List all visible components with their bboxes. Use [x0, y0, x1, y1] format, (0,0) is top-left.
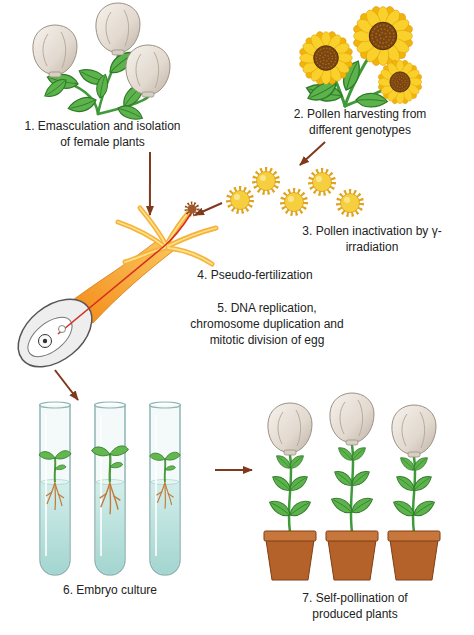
caption-group: 2. Pollen harvesting from different geno… — [280, 106, 440, 138]
step-caption: 3. Pollen inactivation by γ-irradiation — [297, 223, 447, 255]
caption-group: 4. Pseudo-fertilization — [185, 267, 325, 283]
pollination-bag — [330, 393, 374, 445]
stigma-hairs — [118, 208, 216, 264]
step-node: 4. Pseudo-fertilization — [100, 215, 325, 287]
step-node: 6. Embryo culture — [25, 400, 215, 605]
pollination-bag — [33, 25, 77, 77]
step-caption: 4. Pseudo-fertilization — [185, 267, 325, 283]
test-tube — [40, 402, 71, 575]
sunflower-head — [346, 0, 420, 73]
leaf — [93, 73, 111, 99]
step-caption: 5. DNA replication, chromosome duplicati… — [186, 300, 348, 348]
seedling — [39, 451, 71, 510]
pollination-bag — [392, 405, 436, 457]
caption-group: 7. Self-pollination of produced plants — [285, 590, 425, 622]
pollen-grain — [229, 189, 251, 211]
caption-group: 1. Emasculation and isolation of female … — [20, 118, 185, 150]
potted-plants — [264, 393, 440, 580]
leaf — [287, 498, 313, 518]
leaf — [267, 498, 293, 518]
step-node: 7. Self-pollination of produced plants — [252, 400, 457, 632]
leaf — [394, 474, 418, 493]
flower-pot — [264, 531, 316, 580]
step-node: 1. Emasculation and isolation of female … — [10, 0, 210, 152]
female-plants — [33, 3, 170, 125]
sunflower-head — [293, 25, 360, 92]
egg-nucleus — [43, 339, 47, 343]
polar-nucleus — [59, 326, 66, 333]
pollen-grain — [311, 171, 333, 193]
pollination-bag — [96, 3, 140, 55]
leaf — [329, 495, 355, 515]
pistil — [5, 203, 216, 380]
egg-cell — [39, 335, 52, 348]
test-tube — [150, 402, 181, 575]
sunflower-head — [373, 55, 428, 110]
caption-group: 6. Embryo culture — [25, 582, 195, 598]
flower-pot — [326, 531, 378, 580]
embryo-culture — [39, 402, 181, 575]
seedling — [92, 446, 129, 514]
stigma — [118, 208, 216, 264]
flower-pot — [388, 531, 440, 580]
pollination-bag — [126, 45, 170, 97]
leaf — [332, 469, 356, 488]
leaf — [274, 453, 293, 470]
pollen-grains — [229, 170, 361, 214]
leaf — [336, 445, 355, 462]
ovary — [5, 286, 104, 381]
pollen-on-stigma — [186, 203, 198, 215]
flow-arrow — [195, 203, 222, 215]
flow-arrow — [149, 152, 151, 215]
flow-arrow — [55, 370, 78, 400]
leaf — [67, 96, 98, 114]
leaf — [411, 498, 437, 518]
leaf — [391, 498, 417, 518]
step-node: 2. Pollen harvesting from different geno… — [265, 0, 455, 142]
pollen-tube — [58, 212, 192, 334]
flow-arrow — [300, 142, 325, 165]
step-caption: 1. Emasculation and isolation of female … — [20, 118, 185, 150]
pollen-grain — [339, 192, 361, 214]
leaf — [398, 455, 417, 472]
sunflowers — [293, 0, 428, 110]
seedling — [150, 452, 180, 508]
step-node: 3. Pollen inactivation by γ-irradiation — [222, 165, 452, 260]
pollination-bag — [268, 403, 312, 455]
caption-group: 3. Pollen inactivation by γ-irradiation — [297, 223, 447, 255]
step-node: 5. DNA replication, chromosome duplicati… — [8, 292, 348, 370]
pollen-grain — [255, 170, 277, 192]
pollen-grain — [283, 191, 305, 213]
embryo-sac — [21, 310, 79, 364]
caption-group: 5. DNA replication, chromosome duplicati… — [186, 300, 348, 348]
leaf — [41, 77, 70, 101]
step-caption: 7. Self-pollination of produced plants — [285, 590, 425, 622]
flow-arrow — [215, 469, 252, 471]
leaf — [349, 495, 375, 515]
step-caption: 2. Pollen harvesting from different geno… — [280, 106, 440, 138]
leaf — [270, 474, 294, 493]
step-caption: 6. Embryo culture — [25, 582, 195, 598]
